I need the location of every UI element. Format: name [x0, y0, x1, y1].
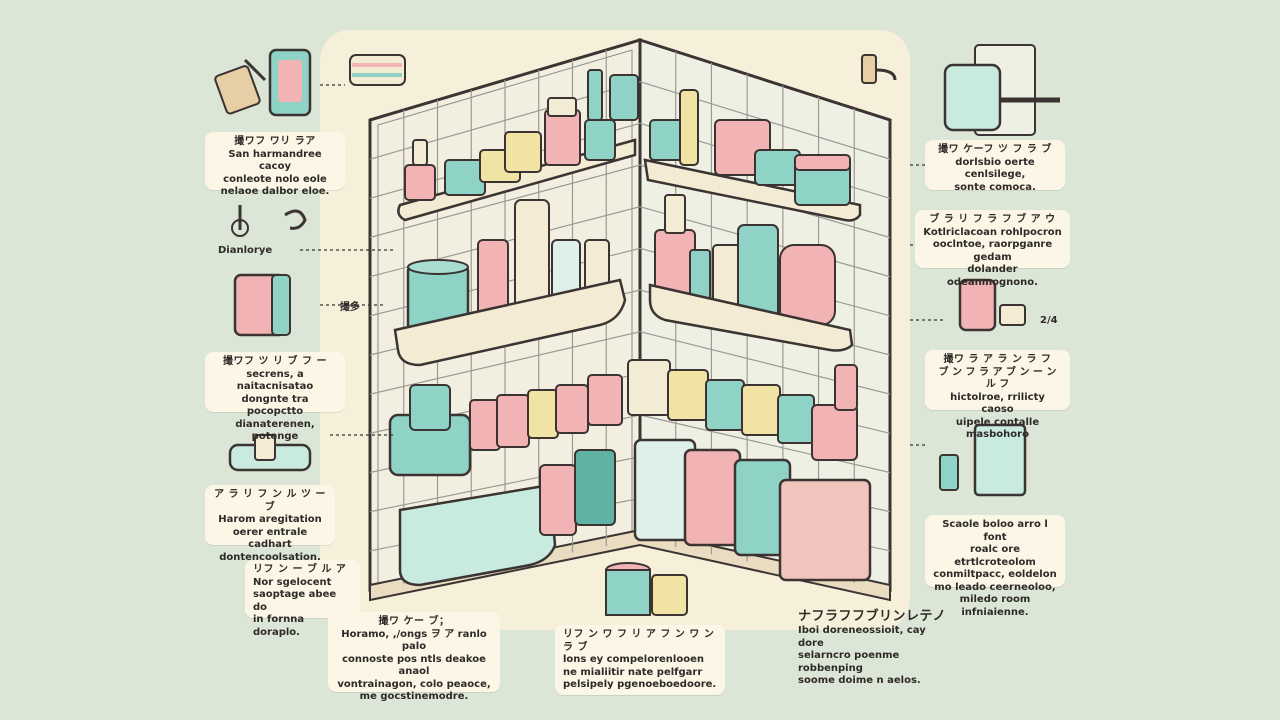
- label-tag-2b: 2/4: [1040, 315, 1058, 326]
- leader-lines: [300, 84, 945, 446]
- phone-icon: [268, 48, 312, 117]
- towel-icon: [233, 273, 291, 337]
- note-mid-left: 撮ワフ ツ リ ブ フ ー secrens, a naitacnisatao d…: [205, 352, 345, 442]
- note-bottom-right: ナフラフフブリンレテノ Iboi doreneossioit, cay dore…: [798, 609, 947, 687]
- left-shelf-top: [397, 69, 639, 222]
- right-cup-row: [627, 359, 858, 461]
- tile-line: [639, 414, 891, 474]
- soap-tray-icon: [228, 434, 312, 472]
- note-lower-right: Scaole boloo arro l font roalc ore etrtl…: [925, 515, 1065, 618]
- label-towel-tag: 撮多: [340, 302, 360, 313]
- label-dianlorye: Dianlorye: [218, 245, 273, 256]
- note-upper-right: ブ ラ リ フ ラ フ ブ ア ウ Kotlriclacoan rohlpocr…: [915, 210, 1070, 288]
- right-shelf-middle: [648, 194, 854, 352]
- note-mid-right: 撮ワ ラ ア ラ ン ラ フ ブ ン フ ラ ア ブ ン ー ン ル フ hic…: [925, 350, 1070, 440]
- hook-icon: [861, 54, 897, 84]
- right-shelf-top: [643, 89, 862, 222]
- sponge-brush-icon: [214, 58, 267, 115]
- towel-stack-icon: [349, 54, 406, 86]
- tile-line: [369, 164, 641, 239]
- note-top-left: 撮ワフ ワリ ラア San harmandree cacoy conleote …: [205, 132, 345, 197]
- stacked-containers-icon: [605, 562, 688, 616]
- tile-line: [369, 331, 641, 395]
- left-bottom-bin: [398, 449, 616, 587]
- note-top-right: 撮ワ ケーフ ツ フ ラ ブ dorlsbio oerte cenlsilege…: [925, 140, 1065, 193]
- note-lower-left: ア ラ リ フ ン ル ツ ー ブ Harom aregitation oere…: [205, 485, 335, 563]
- left-shelf-middle: [393, 199, 627, 367]
- note-bottom-center: リフ ン ワ フ リ ア フ ン ワ ン ラ ブ lons ey compelo…: [555, 625, 725, 695]
- note-small-left: リフ ン ー ブ ル ア Nor sgelocent saoptage abee…: [245, 560, 360, 638]
- dispenser-cup-icon: [939, 423, 1027, 497]
- right-floor-bins: [633, 438, 872, 582]
- wall-holder-icon: [943, 44, 1060, 136]
- towel-bar-icon: [958, 278, 1026, 332]
- faucet-icons: [231, 205, 307, 237]
- note-bottom-left: 撮ワ ケー ブ； Horamo, ,/ongs ヲ ア ranlo palo c…: [328, 612, 500, 702]
- left-cup-row: [388, 374, 623, 477]
